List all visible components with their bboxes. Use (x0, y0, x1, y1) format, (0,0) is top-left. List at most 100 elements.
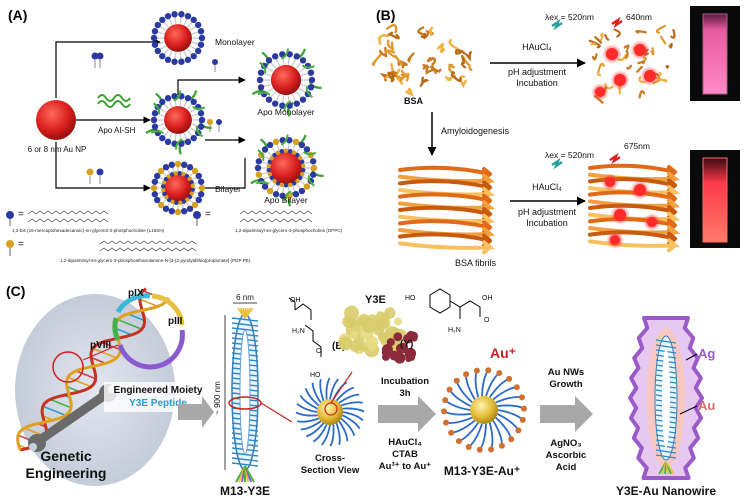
apo-coated-particle (145, 90, 212, 155)
phage-protein-ring (112, 293, 185, 370)
length-dimension-label: ~ 900 nm (213, 381, 222, 415)
chem-h2n-1: H₂N (292, 328, 305, 335)
y3e-label: Y3E (365, 294, 386, 306)
bsa-protein-structure (371, 23, 473, 97)
bsa-label: BSA (404, 96, 424, 106)
width-dimension-label: 6 nm (236, 293, 254, 302)
y3e-pointer (330, 371, 353, 404)
fibrils-label: BSA fibrils (455, 258, 497, 268)
excitation-label-bottom: λex = 520nm (545, 150, 594, 160)
cross-section-label-1: Cross- (315, 453, 345, 464)
panel-a-label: (A) (8, 7, 27, 23)
nanoparticle-label: 6 or 8 nm Au NP (28, 145, 87, 154)
panel-a: (A) 6 or 8 nm Au NP Apo AI-SH (6, 7, 343, 263)
bsa-fibrils-structure (398, 165, 496, 255)
svg-text:=: = (18, 209, 24, 220)
glutamate-structure (288, 297, 322, 357)
chem-o-1: O (316, 348, 322, 355)
chem-oh-1: OH (290, 297, 301, 304)
lipid-icon-1 (91, 52, 104, 68)
apo-bilayer-label: Apo Bilayer (264, 195, 308, 205)
tyrosine-structure (429, 288, 481, 319)
reagent-ctab: CTAB (392, 449, 418, 460)
panel-b: (B) BSA HAuCl₄ pH adjustment Incubation … (371, 6, 740, 268)
excitation-bolt-icon-top (551, 18, 563, 31)
au-pointer (679, 405, 698, 415)
process-arrow-2 (378, 396, 436, 432)
emission-bolt-icon-top (611, 16, 623, 29)
incubation-bottom: Incubation (526, 218, 568, 228)
lipid-icon-2 (86, 168, 104, 184)
amyloidogenesis-label: Amyloidogenesis (441, 126, 510, 136)
panel-b-label: (B) (376, 7, 395, 23)
growth-label-1: Au NWs (548, 367, 584, 378)
genetic-label-2: Engineering (26, 465, 107, 481)
m13-y3e-au-complex (441, 367, 527, 453)
genetic-label-1: Genetic (40, 448, 92, 464)
reagent-agno3: AgNO₃ (550, 438, 581, 449)
reagent-acid: Acid (556, 462, 577, 473)
emission-label-bottom: 675nm (624, 141, 650, 151)
arrow-to-monolayer (55, 38, 161, 98)
svg-text:=: = (205, 209, 211, 220)
lipid-structures: = 1,2-bis (16-mercaptohexadecanoic)-sn-g… (6, 209, 343, 263)
bilayer-label: Bilayer (215, 184, 241, 194)
dna-highlight-circle (52, 351, 84, 383)
incubation-label: Incubation (381, 376, 429, 387)
reagent-label-top: HAuCl₄ (522, 42, 552, 52)
chem-ho-tyr: HO (405, 295, 416, 302)
reagent-haucl4: HAuCl₄ (388, 437, 422, 448)
gold-nanoparticle-sphere (36, 100, 76, 140)
apo-monolayer-label: Apo Monolayer (257, 107, 314, 117)
ag-pointer (685, 353, 698, 361)
bilayer-particle (150, 160, 206, 216)
monolayer-label: Monolayer (215, 37, 255, 47)
arrow-to-apo-monolayer (177, 76, 246, 95)
apo-bilayer-particle (250, 134, 324, 207)
cross-section-particle (295, 377, 365, 447)
reagent-au-reduction: Au³⁺ to Au⁺ (379, 461, 431, 472)
bsa-gold-clusters (588, 24, 676, 104)
apo-reagent-label: Apo AI-SH (98, 126, 136, 135)
emission-bolt-icon-bottom (609, 152, 621, 165)
ag-label: Ag (698, 346, 715, 361)
protein-piii: pIII (168, 316, 183, 327)
dna-double-helix (16, 287, 170, 452)
protein-pix: pIX (128, 288, 144, 299)
cross-section-pointer (260, 402, 293, 423)
incubation-time: 3h (399, 388, 410, 399)
panel-c: (C) Genetic Engineering pIX pIII pVIII E… (6, 283, 716, 498)
arrow-to-bilayer (55, 142, 151, 192)
excitation-label-top: λex = 520nm (545, 12, 594, 22)
lipid-l16sh-name: 1,2-bis (16-mercaptohexadecanoic)-sn-gly… (12, 228, 165, 233)
y3e-au-nanowire (628, 316, 704, 480)
chem-h2n-tyr: H₂N (448, 327, 461, 334)
m13-phage-filament (231, 307, 259, 483)
apo-monolayer-particle (251, 48, 322, 117)
growth-label-2: Growth (549, 379, 582, 390)
arrow-bilayer-join (205, 158, 246, 189)
incubation-top: Incubation (516, 78, 558, 88)
monolayer-particle (150, 11, 206, 65)
residue-e-label: (E) (332, 341, 345, 352)
chem-o-tyr: O (484, 317, 490, 324)
cuvette-bottom-icon (702, 157, 728, 243)
process-arrow-3 (540, 396, 593, 432)
reagent-label-bottom: HAuCl₄ (532, 182, 562, 192)
y3e-peptide-label: Y3E Peptide (129, 398, 187, 409)
excitation-bolt-icon-bottom (551, 157, 563, 170)
lipid-dppc-name: 1,2-dipalmitoyl-sn-glycero-3-phosphochol… (235, 228, 343, 233)
au-label: Au (698, 398, 715, 413)
complex-label: M13-Y3E-Au⁺ (444, 464, 520, 478)
panel-c-label: (C) (6, 283, 25, 299)
y3e-molecular-surface (338, 305, 418, 364)
cross-section-label-2: Section View (301, 465, 360, 476)
nanowire-label: Y3E-Au Nanowire (616, 484, 716, 498)
residue-y-label: (Y) (400, 339, 413, 350)
chem-oh-2: HO (310, 372, 321, 379)
protein-pviii: pVIII (90, 340, 111, 351)
chem-oh-tyr: OH (482, 295, 493, 302)
m13-y3e-label: M13-Y3E (220, 484, 270, 498)
au-plus-label: Au⁺ (490, 345, 516, 361)
